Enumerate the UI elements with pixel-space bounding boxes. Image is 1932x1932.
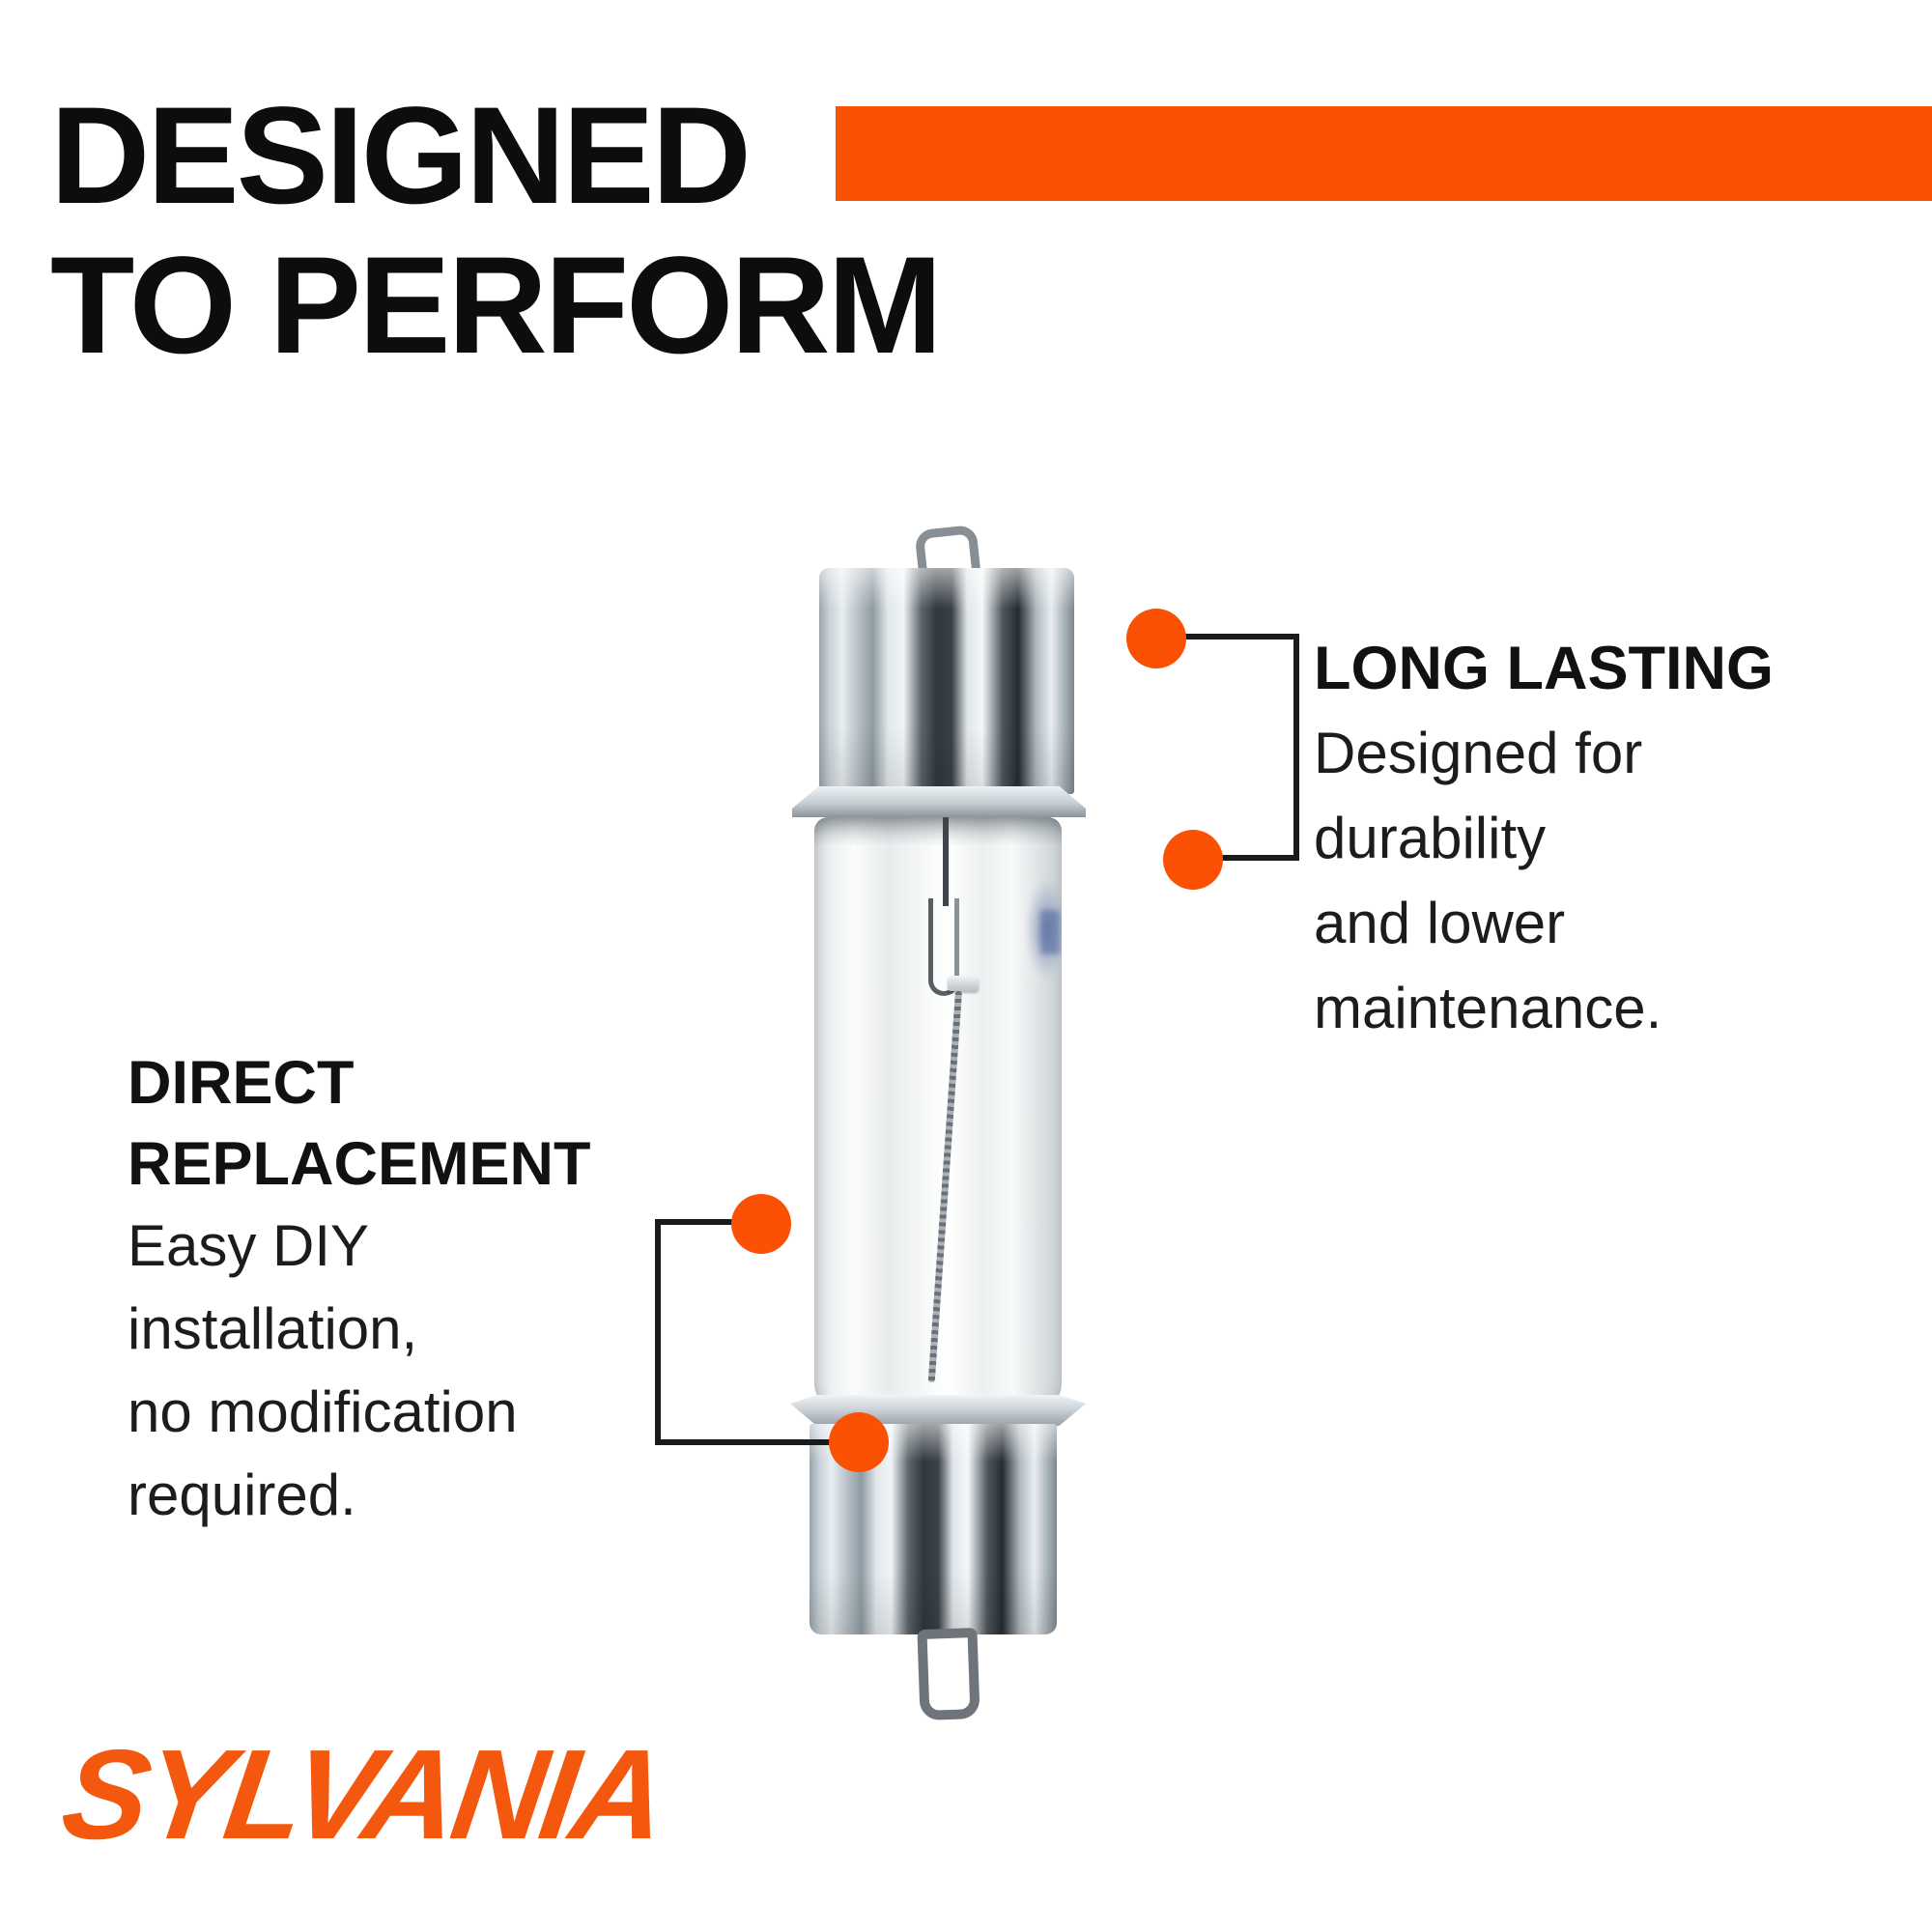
bulb-top-cap <box>819 568 1074 794</box>
bulb-top-flange <box>792 786 1086 817</box>
callout-direct-replacement-line: no modification <box>128 1379 518 1444</box>
callout-direct-replacement-line: installation, <box>128 1296 418 1361</box>
bulb-glass-tube <box>814 817 1062 1412</box>
callout-direct-replacement-line: required. <box>128 1463 356 1527</box>
connector-line-right-top <box>1156 634 1299 639</box>
bulb-filament-coil <box>927 990 962 1383</box>
title-line-1: DESIGNED <box>50 79 752 233</box>
callout-direct-replacement-line: Easy DIY <box>128 1213 370 1278</box>
connector-line-left-vertical <box>655 1219 661 1445</box>
callout-direct-replacement-heading: REPLACEMENT <box>128 1130 591 1198</box>
callout-long-lasting-line: and lower <box>1314 891 1566 955</box>
callout-long-lasting-line: durability <box>1314 806 1547 870</box>
callout-dot-bottom-cap <box>829 1412 889 1472</box>
callout-long-lasting: LONG LASTING Designed for durability and… <box>1314 626 1913 1051</box>
page-title: DESIGNED TO PERFORM <box>50 79 943 383</box>
callout-dot-top-cap <box>1126 609 1186 668</box>
glass-ink-marking-detail <box>1040 910 1060 954</box>
bulb-bottom-contact-loop <box>917 1627 980 1721</box>
callout-dot-glass-top <box>1163 830 1223 890</box>
accent-bar <box>836 106 1932 201</box>
callout-long-lasting-line: Designed for <box>1314 721 1643 785</box>
callout-direct-replacement: DIRECT REPLACEMENT Easy DIY installation… <box>128 1042 668 1537</box>
bulb-bottom-flange <box>790 1395 1086 1426</box>
callout-direct-replacement-heading: DIRECT <box>128 1049 355 1117</box>
bulb-filament-hook <box>928 898 959 996</box>
callout-dot-glass-side <box>731 1194 791 1254</box>
glass-ink-marking <box>1025 879 1062 980</box>
title-line-2: TO PERFORM <box>50 229 943 383</box>
sylvania-logo: SYLVANIA <box>54 1723 672 1865</box>
glass-shoulder-shadow <box>814 817 1062 846</box>
callout-long-lasting-line: maintenance. <box>1314 976 1662 1040</box>
callout-long-lasting-heading: LONG LASTING <box>1314 635 1774 702</box>
connector-line-right-bottom <box>1193 855 1299 861</box>
connector-line-left-bottom <box>655 1439 859 1445</box>
connector-line-left-top <box>655 1219 767 1225</box>
bulb-filament-crimp <box>948 976 979 991</box>
connector-line-right-vertical <box>1293 634 1299 861</box>
bulb-lead-wire <box>943 817 949 906</box>
